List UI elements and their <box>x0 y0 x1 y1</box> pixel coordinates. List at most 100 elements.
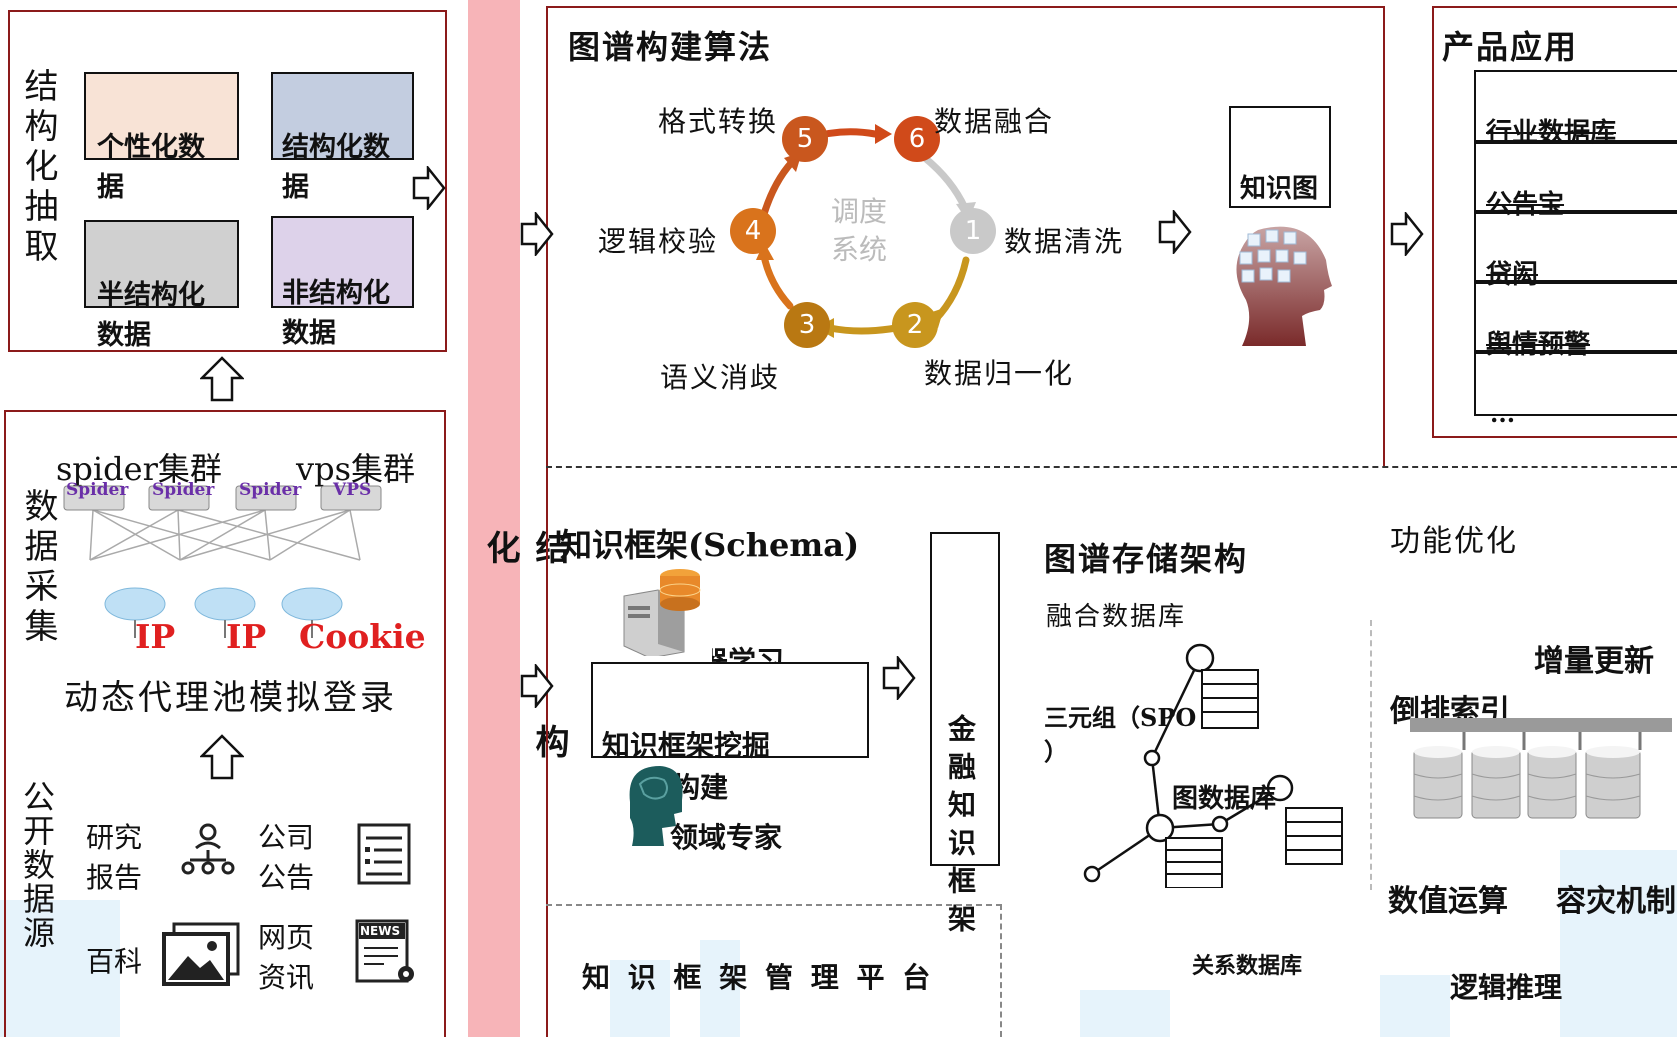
proxy-pool-text: 动态代理池模拟登录 <box>64 678 397 718</box>
triple-end-label: ） <box>1044 737 1068 766</box>
step-circle-3 <box>784 302 830 348</box>
optimize-divider <box>1370 620 1372 890</box>
expert-head-icon <box>629 766 683 846</box>
right-arrow-icon-6 <box>882 656 916 700</box>
step-label-4: 逻辑校验 <box>598 225 719 258</box>
up-arrow-icon <box>200 356 244 402</box>
right-arrow-icon-4 <box>1390 212 1424 256</box>
sources-label: 公开数据源 <box>18 780 56 950</box>
product-more: ... <box>1490 399 1516 428</box>
right-arrow-icon-3 <box>1158 210 1192 254</box>
platform-divider <box>546 904 1002 906</box>
news-icon-text: NEWS <box>360 924 401 938</box>
schema-mining-label: 知识框架挖掘 <box>602 729 771 762</box>
right-arrow-icon <box>412 166 446 210</box>
step-num-3: 3 <box>798 310 816 340</box>
ip-tag-2: IP <box>226 617 267 656</box>
fusion-db-label: 融合数据库 <box>1046 602 1187 632</box>
semi-structured-data-cell <box>84 220 239 308</box>
right-arrow-icon-2 <box>520 212 554 256</box>
cookie-tag: Cookie <box>299 617 426 656</box>
incremental-label: 增量更新 <box>1534 644 1654 679</box>
numeric-label: 数值运算 <box>1388 884 1508 919</box>
section-divider <box>546 466 1677 468</box>
schema-mining-box <box>591 662 869 758</box>
step-label-3: 语义消歧 <box>660 361 781 394</box>
step-label-2: 数据归一化 <box>924 357 1075 390</box>
unstructured-data-label: 非结构化数据 <box>282 278 390 349</box>
step-num-1: 1 <box>964 216 982 246</box>
expert-label: 领域专家 <box>670 821 783 854</box>
product-title: 产品应用 <box>1442 28 1579 66</box>
product-item-4 <box>1474 280 1677 354</box>
spider-cluster-label: spider集群 <box>56 450 222 488</box>
storage-title: 图谱存储架构 <box>1044 540 1249 578</box>
step-num-6: 6 <box>908 124 926 154</box>
people-network-icon <box>181 823 235 875</box>
company-announcement-label: 公司公告 <box>258 821 315 894</box>
step-num-2: 2 <box>906 310 924 340</box>
finance-kg-box <box>930 532 1000 866</box>
graph-db-diagram <box>1083 643 1343 888</box>
product-item-1-label: 行业数据库 <box>1486 118 1617 148</box>
step-num-4: 4 <box>744 216 762 246</box>
disaster-label: 容灾机制 <box>1556 884 1676 919</box>
extraction-label: 结构化抽取 <box>18 68 58 268</box>
db-cluster-icon <box>1410 718 1672 819</box>
research-report-label: 研究报告 <box>86 821 143 894</box>
knowledge-graph-label: 知识图谱 <box>1240 174 1319 204</box>
step-label-1: 数据清洗 <box>1004 225 1125 258</box>
server-database-icon <box>623 569 701 656</box>
encyclopedia-label: 百科 <box>86 945 143 978</box>
structuring-band <box>468 0 520 1037</box>
step-circle-6 <box>894 116 940 162</box>
personal-data-label: 个性化数据 <box>97 132 205 203</box>
cloud-icons <box>104 587 343 638</box>
semi-structured-data-label: 半结构化数据 <box>97 280 205 351</box>
product-item-3-label: 贷闳 <box>1486 260 1539 290</box>
knowledge-graph-box <box>1229 106 1331 208</box>
platform-label: 知 识 框 架 管 理 平 台 <box>582 961 935 994</box>
relational-db-label: 关系数据库 <box>1192 953 1303 979</box>
personal-data-cell <box>84 72 239 160</box>
product-item-4-label: 舆情预警 <box>1486 330 1591 360</box>
ip-tag-1: IP <box>135 617 176 656</box>
optimize-title: 功能优化 <box>1390 524 1518 559</box>
brain-head-icon <box>1236 226 1332 346</box>
graph-db-label: 图数据库 <box>1172 784 1277 814</box>
product-item-5 <box>1474 350 1677 416</box>
step-num-5: 5 <box>796 124 814 154</box>
step-circle-2 <box>892 302 938 348</box>
schema-panel-left-border <box>546 468 548 1037</box>
server-tag-1: Spider <box>66 480 129 500</box>
server-tag-4: VPS <box>333 480 372 500</box>
structured-data-cell <box>271 72 414 160</box>
platform-vdivider <box>1000 904 1002 1037</box>
step-circle-5 <box>782 116 828 162</box>
product-panel <box>1432 6 1677 438</box>
image-gallery-icon <box>162 922 240 986</box>
document-list-icon <box>357 823 411 885</box>
product-item-2-label: 公告宝 <box>1486 190 1565 220</box>
structured-data-label: 结构化数据 <box>282 132 390 203</box>
algorithm-title: 图谱构建算法 <box>568 28 773 66</box>
step-circle-4 <box>730 208 776 254</box>
server-tag-3: Spider <box>239 480 302 500</box>
scheduler-center-label: 调度系统 <box>830 195 887 266</box>
right-arrow-icon-5 <box>520 664 554 708</box>
product-item-2 <box>1474 140 1677 214</box>
server-cluster-graphic <box>63 485 382 561</box>
finance-kg-label: 金融知识框架 <box>944 714 977 942</box>
web-news-label: 网页资讯 <box>258 921 315 994</box>
extraction-panel <box>8 10 447 352</box>
news-icon <box>355 919 414 983</box>
schema-title: 知识框架(Schema) <box>560 526 860 564</box>
product-item-3 <box>1474 210 1677 284</box>
reasoning-label: 逻辑推理 <box>1450 971 1563 1004</box>
collection-panel <box>4 410 446 1037</box>
server-tag-2: Spider <box>152 480 215 500</box>
vps-cluster-label: vps集群 <box>296 450 415 488</box>
up-arrow-icon-2 <box>200 734 244 780</box>
product-item-1 <box>1474 70 1677 144</box>
